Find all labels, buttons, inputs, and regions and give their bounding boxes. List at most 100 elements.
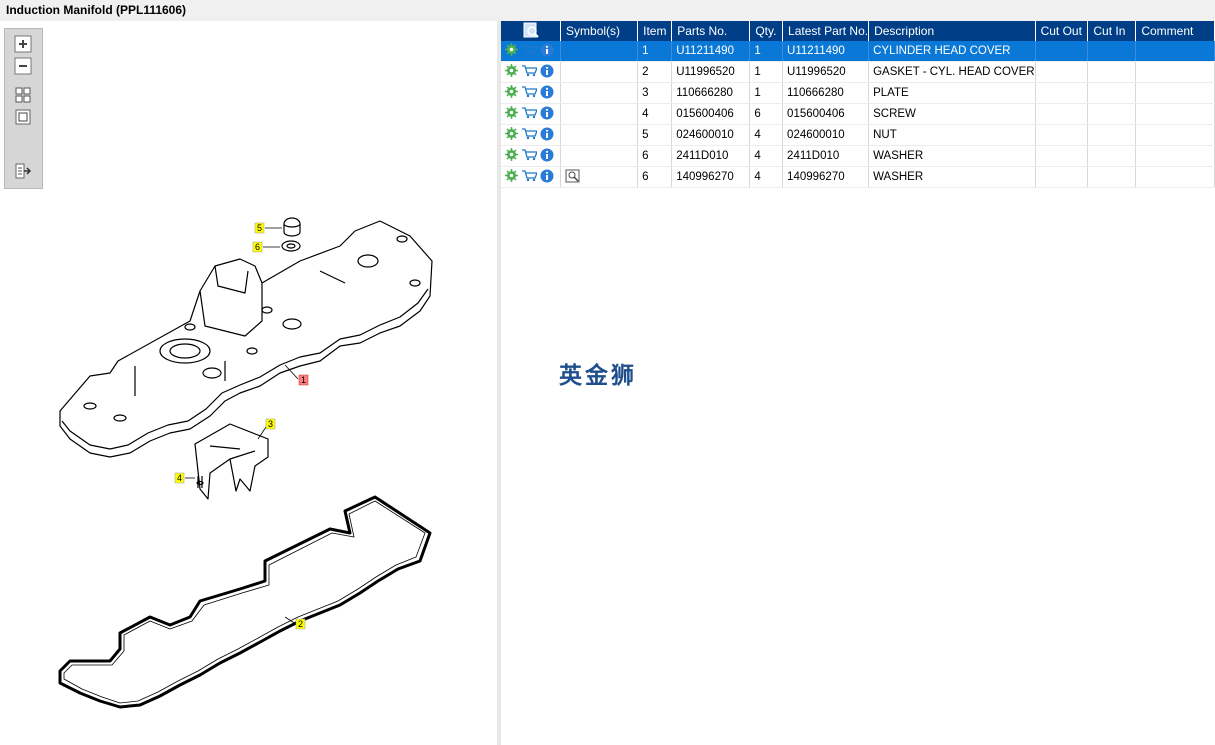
cell-cut-in bbox=[1087, 166, 1137, 188]
column-header-qty[interactable]: Qty. bbox=[749, 21, 784, 41]
gear-icon[interactable] bbox=[505, 43, 518, 59]
cell-cut-out bbox=[1035, 61, 1089, 83]
info-icon[interactable] bbox=[540, 169, 554, 186]
cart-icon[interactable] bbox=[521, 43, 538, 59]
cell-description: PLATE bbox=[868, 82, 1036, 104]
info-icon[interactable] bbox=[540, 127, 554, 144]
callout-3: 3 bbox=[265, 418, 276, 430]
cell-cut-out bbox=[1035, 124, 1089, 146]
callout-3-label: 3 bbox=[268, 419, 273, 429]
column-header-cut-in[interactable]: Cut In bbox=[1087, 21, 1137, 41]
cell-comment bbox=[1135, 82, 1215, 104]
cart-icon[interactable] bbox=[521, 148, 538, 164]
column-header-symbols[interactable]: Symbol(s) bbox=[560, 21, 639, 41]
cell-comment bbox=[1135, 41, 1215, 62]
cell-description: GASKET - CYL. HEAD COVER bbox=[868, 61, 1036, 83]
cell-qty: 4 bbox=[749, 145, 784, 167]
parts-pane: Symbol(s) Item Parts No. Qty. Latest Par… bbox=[501, 21, 1215, 745]
column-header-find[interactable] bbox=[501, 21, 562, 41]
cell-comment bbox=[1135, 61, 1215, 83]
cell-cut-in bbox=[1087, 145, 1137, 167]
cell-description: WASHER bbox=[868, 166, 1036, 188]
cart-icon[interactable] bbox=[521, 127, 538, 143]
cell-qty: 1 bbox=[749, 61, 784, 83]
column-header-comment[interactable]: Comment bbox=[1135, 21, 1215, 41]
fit-page-icon[interactable] bbox=[14, 86, 32, 104]
cell-cut-out bbox=[1035, 82, 1089, 104]
cell-symbols bbox=[560, 82, 639, 104]
cell-cut-out bbox=[1035, 41, 1089, 62]
callout-6-label: 6 bbox=[255, 242, 260, 252]
info-icon[interactable] bbox=[540, 85, 554, 102]
column-header-cut-out[interactable]: Cut Out bbox=[1035, 21, 1089, 41]
row-actions bbox=[501, 61, 562, 83]
gear-icon[interactable] bbox=[505, 169, 518, 185]
cell-symbols bbox=[560, 103, 639, 125]
table-header: Symbol(s) Item Parts No. Qty. Latest Par… bbox=[501, 21, 1215, 41]
cell-cut-out bbox=[1035, 103, 1089, 125]
cart-icon[interactable] bbox=[521, 169, 538, 185]
row-actions bbox=[501, 41, 562, 62]
column-header-description[interactable]: Description bbox=[868, 21, 1036, 41]
cell-qty: 1 bbox=[749, 82, 784, 104]
column-header-parts-no[interactable]: Parts No. bbox=[671, 21, 751, 41]
cell-latest-part-no: 015600406 bbox=[782, 103, 870, 125]
watermark: 英金狮 bbox=[559, 363, 637, 389]
info-icon[interactable] bbox=[540, 64, 554, 81]
view-icon[interactable] bbox=[565, 169, 581, 186]
cell-symbols bbox=[560, 145, 639, 167]
callout-6: 6 bbox=[252, 241, 263, 253]
column-header-latest-part-no[interactable]: Latest Part No. bbox=[782, 21, 870, 41]
cell-latest-part-no: 140996270 bbox=[782, 166, 870, 188]
cell-parts-no: U11211490 bbox=[671, 41, 751, 62]
row-actions bbox=[501, 166, 562, 188]
zoom-in-icon[interactable] bbox=[14, 35, 32, 53]
cell-qty: 4 bbox=[749, 124, 784, 146]
info-icon[interactable] bbox=[540, 106, 554, 123]
gear-icon[interactable] bbox=[505, 148, 518, 164]
cell-description: WASHER bbox=[868, 145, 1036, 167]
actual-size-icon[interactable] bbox=[14, 108, 32, 126]
cell-parts-no: 110666280 bbox=[671, 82, 751, 104]
callout-4: 4 bbox=[174, 472, 185, 484]
cell-comment bbox=[1135, 166, 1215, 188]
info-icon[interactable] bbox=[540, 43, 554, 60]
cart-icon[interactable] bbox=[521, 85, 538, 101]
cart-icon[interactable] bbox=[521, 106, 538, 122]
column-header-item[interactable]: Item bbox=[637, 21, 673, 41]
cell-item: 4 bbox=[637, 103, 673, 125]
row-actions bbox=[501, 145, 562, 167]
cell-item: 3 bbox=[637, 82, 673, 104]
cell-cut-out bbox=[1035, 145, 1089, 167]
cell-cut-in bbox=[1087, 82, 1137, 104]
zoom-out-icon[interactable] bbox=[14, 57, 32, 75]
callout-4-label: 4 bbox=[177, 473, 182, 483]
cell-item: 2 bbox=[637, 61, 673, 83]
gear-icon[interactable] bbox=[505, 106, 518, 122]
cell-description: SCREW bbox=[868, 103, 1036, 125]
cart-icon[interactable] bbox=[521, 64, 538, 80]
gear-icon[interactable] bbox=[505, 64, 518, 80]
callout-2: 2 bbox=[295, 618, 306, 630]
illustration-pane[interactable]: 5 6 1 3 4 2 bbox=[0, 21, 497, 745]
export-icon[interactable] bbox=[14, 162, 32, 180]
gear-icon[interactable] bbox=[505, 127, 518, 143]
cell-parts-no: 2411D010 bbox=[671, 145, 751, 167]
pane-splitter[interactable] bbox=[497, 21, 501, 745]
row-actions bbox=[501, 103, 562, 125]
info-icon[interactable] bbox=[540, 148, 554, 165]
find-icon[interactable] bbox=[523, 22, 539, 41]
cell-latest-part-no: U11996520 bbox=[782, 61, 870, 83]
cell-latest-part-no: 110666280 bbox=[782, 82, 870, 104]
gear-icon[interactable] bbox=[505, 85, 518, 101]
cell-item: 5 bbox=[637, 124, 673, 146]
cell-comment bbox=[1135, 124, 1215, 146]
callout-1: 1 bbox=[298, 374, 309, 386]
